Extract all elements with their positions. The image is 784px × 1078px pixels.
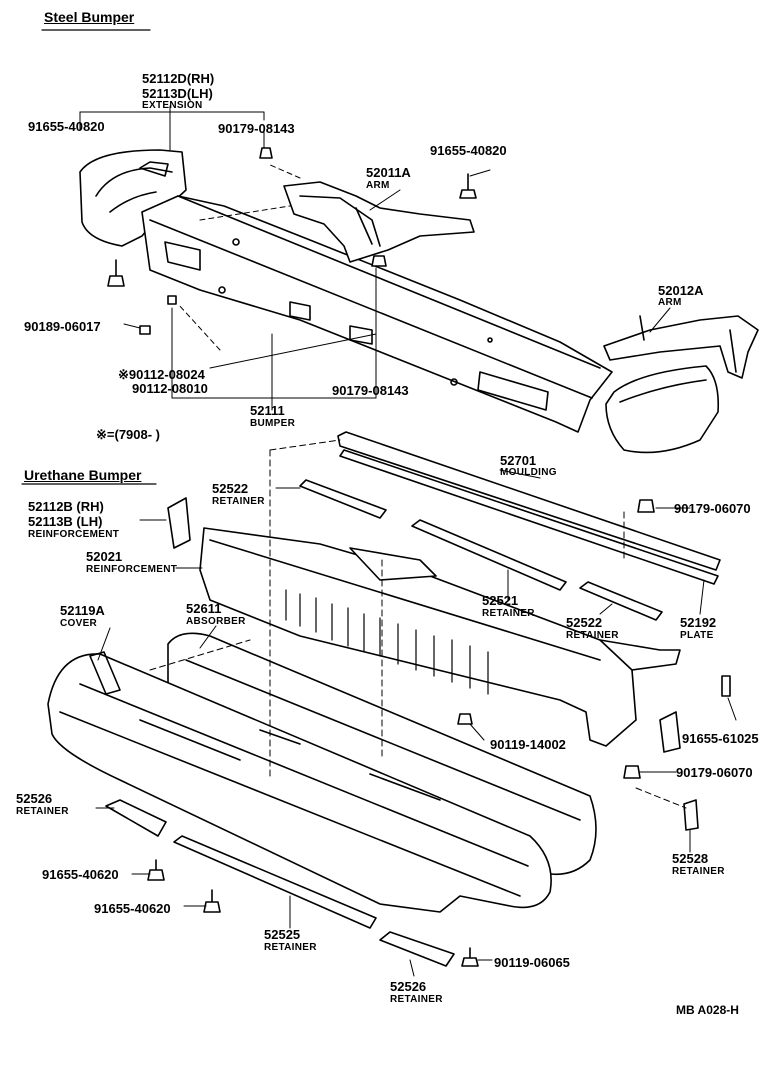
label-52192: 52192 xyxy=(680,615,717,630)
label-52111: 52111 xyxy=(250,403,285,418)
extension-left xyxy=(79,149,187,247)
label-extension: EXTENSION xyxy=(142,100,203,111)
label-90112-08024: ※90112-08024 xyxy=(118,367,205,382)
label-retainer-52522-a: RETAINER xyxy=(212,496,265,507)
label-retainer-52526-b: RETAINER xyxy=(390,994,443,1005)
label-52528: 52528 xyxy=(672,851,709,866)
label-cover: COVER xyxy=(60,618,98,629)
label-91655-61025: 91655-61025 xyxy=(682,731,759,746)
label-90112-08010: 90112-08010 xyxy=(132,381,208,396)
label-52526-a: 52526 xyxy=(16,791,53,806)
retainer-strips xyxy=(299,479,663,621)
label-90179-08143-top: 90179-08143 xyxy=(218,121,295,136)
label-90179-08143-bottom: 90179-08143 xyxy=(332,383,409,398)
label-arm-a: ARM xyxy=(366,180,390,191)
cover-52119a xyxy=(47,651,552,913)
label-91655-40820-left: 91655-40820 xyxy=(28,119,105,134)
label-absorber: ABSORBER xyxy=(186,616,246,627)
label-52522-a: 52522 xyxy=(212,481,249,496)
section-underlines xyxy=(21,29,157,485)
label-90179-06070-top: 90179-06070 xyxy=(674,501,751,516)
label-52112b: 52112B (RH) xyxy=(28,499,104,514)
label-90189-06017: 90189-06017 xyxy=(24,319,101,334)
label-91655-40620-a: 91655-40620 xyxy=(42,867,119,882)
section-steel-bumper: Steel Bumper xyxy=(44,9,135,25)
label-52119a: 52119A xyxy=(60,603,105,618)
lower-retainers xyxy=(105,799,455,967)
arm-52011a xyxy=(283,181,475,263)
extension-right xyxy=(605,365,720,454)
label-retainer-52528: RETAINER xyxy=(672,866,725,877)
steel-leaders xyxy=(79,105,671,411)
label-52526-b: 52526 xyxy=(390,979,427,994)
label-moulding: MOULDING xyxy=(500,467,557,478)
label-52112d: 52112D(RH) xyxy=(142,71,215,86)
reinforcement-52021 xyxy=(199,527,681,747)
label-reinforcement-b: REINFORCEMENT xyxy=(86,564,178,575)
arm-52012a xyxy=(603,315,759,379)
label-retainer-52526-a: RETAINER xyxy=(16,806,69,817)
label-91655-40620-b: 91655-40620 xyxy=(94,901,171,916)
label-52611: 52611 xyxy=(186,601,222,616)
label-plate: PLATE xyxy=(680,630,714,641)
label-retainer-52525: RETAINER xyxy=(264,942,317,953)
absorber-ribs xyxy=(285,589,489,695)
label-91655-40820-right: 91655-40820 xyxy=(430,143,507,158)
label-52012a: 52012A xyxy=(658,283,704,298)
label-retainer-52522-b: RETAINER xyxy=(566,630,619,641)
label-52701: 52701 xyxy=(500,453,537,468)
label-reinforcement-a: REINFORCEMENT xyxy=(28,529,120,540)
label-90119-06065: 90119-06065 xyxy=(494,955,570,970)
label-52525: 52525 xyxy=(264,927,301,942)
urethane-leaders xyxy=(95,439,737,977)
section-urethane-bumper: Urethane Bumper xyxy=(24,467,142,483)
label-52521: 52521 xyxy=(482,593,519,608)
label-date-note: ※=(7908- ) xyxy=(96,427,161,442)
steel-bumper-bar xyxy=(141,195,613,433)
label-90119-14002: 90119-14002 xyxy=(490,737,566,752)
label-52113d: 52113D(LH) xyxy=(142,86,213,101)
label-52011a: 52011A xyxy=(366,165,411,180)
label-52021: 52021 xyxy=(86,549,123,564)
label-52522-b: 52522 xyxy=(566,615,603,630)
label-52113b: 52113B (LH) xyxy=(28,514,103,529)
label-bumper: BUMPER xyxy=(250,418,296,429)
urethane-fasteners xyxy=(147,497,731,967)
steel-fasteners xyxy=(107,147,477,335)
label-retainer-52521: RETAINER xyxy=(482,608,535,619)
label-arm-b: ARM xyxy=(658,297,682,308)
label-90179-06070-bottom: 90179-06070 xyxy=(676,765,753,780)
diagram-reference-code: MB A028-H xyxy=(676,1003,739,1017)
